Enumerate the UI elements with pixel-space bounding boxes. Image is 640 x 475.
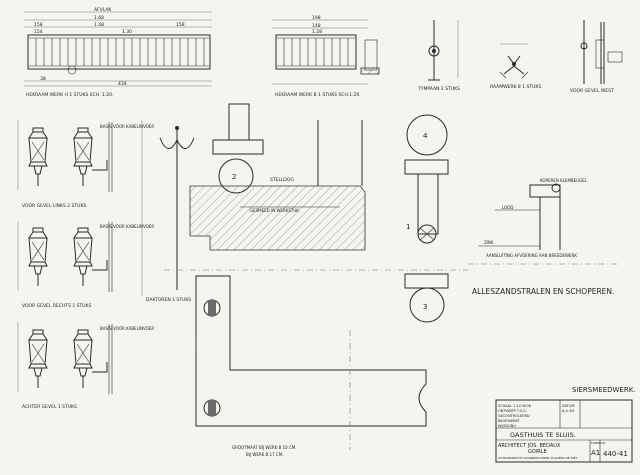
copyright-line: AUTEURSRECHT VOORBEHOUDEN VOLGENS DE WET: [498, 456, 578, 460]
post-section: [404, 114, 449, 323]
dim-label: 1.68: [94, 15, 104, 21]
dim-label: 1.30: [122, 29, 132, 35]
tb-row-value: 6-4-'63: [562, 409, 574, 413]
project-name: GASTHUIS TE SLUIS.: [510, 431, 576, 439]
architect-city: GOIRLE: [528, 449, 547, 455]
drawing-number: 440-41: [603, 450, 628, 458]
tb-row-label: ONTWERP T.O.S.: [498, 409, 527, 413]
lamp-3-caption: ACHTER GEVEL 1 STUKS: [22, 404, 77, 410]
tb-row-label: BIJGEWERKT: [498, 419, 521, 423]
sheet-title: SIERSMEEDWERK.: [572, 386, 636, 394]
grootmaat-note: GROOTMAAT BIJ WERK B 10 CM.: [232, 445, 296, 450]
lamp-1-caption: VOOR GEVEL LINKS 2 STUKS: [22, 203, 86, 209]
dim-label: 38: [40, 76, 46, 82]
dim-label: AFVLAK: [94, 7, 112, 13]
dim-label: 154: [34, 29, 43, 35]
lamp-front-1: [28, 127, 48, 187]
dim-label: 1.28: [312, 29, 322, 35]
koperen-note: KOPEREN KLEMBEUGEL: [540, 178, 588, 183]
lamp-side-2: [74, 222, 112, 292]
lood-label: LOOD: [502, 205, 513, 210]
dim-label: 1.48: [94, 22, 104, 28]
gevel-west-caption: VOOR GEVEL WEST: [570, 88, 614, 94]
bracket-caption: RAAMWERK 8 1 STUKS: [490, 84, 541, 90]
lamp-elevations: [17, 120, 112, 394]
lamp-front-3: [28, 329, 48, 389]
tb-row-label: GECONTROLEERD: [498, 414, 530, 418]
tympaan-detail: [428, 20, 459, 81]
railing-elevation-right: [272, 19, 380, 85]
lamp-note: BASIS VOOR KABELINVOER: [100, 326, 154, 331]
lamp-note: BASIS VOOR KABELINVOER: [100, 224, 154, 229]
lamp-front-2: [28, 227, 48, 287]
bracket-detail: [499, 43, 529, 79]
tympaan-caption: TYMPAAN 1 STUKS: [417, 86, 460, 92]
zink-label: ZINK: [484, 240, 494, 245]
gesmeed-note: GESMEED IN WERKSTUK: [250, 208, 299, 213]
tb-row-value: DATUM: [562, 404, 574, 408]
marker-2: 2: [232, 173, 236, 181]
sill-section: [164, 103, 468, 271]
lamp-note: BASIS VOOR KABELINVOER: [100, 124, 154, 129]
daktoren-caption: DAKTOREN 1 STUKS: [146, 297, 191, 303]
lamp-2-caption: VOOR GEVEL RECHTS 1 STUKS: [22, 303, 92, 309]
large-bracket-detail: [195, 275, 427, 450]
gevel-west-detail: [580, 20, 623, 84]
format-value: A1: [591, 449, 600, 457]
dimension-text-left: AFVLAK 1.68 158 1.48 154 158 1.30 38 434: [34, 7, 185, 87]
sluiting-note: AANSLUITING AFVOERING AAN BREEDEWERK: [486, 253, 577, 258]
lamp-side-1: [74, 122, 112, 192]
lamp-side-3: [74, 324, 112, 394]
dim-label: 434: [118, 81, 127, 87]
alleszand-note: ALLESZANDSTRALEN EN SCHOPEREN.: [472, 287, 614, 296]
dim-label: 158: [34, 22, 43, 28]
marker-4: 4: [423, 132, 428, 140]
pipe-clamp-detail: [468, 183, 620, 265]
dimension-text-right: 198 148 1.28: [312, 15, 322, 35]
railing-elevation-left: [24, 11, 212, 87]
railing-left-caption: HEKRAAM WERK H 1 STUKS SCH. 1:20.: [26, 92, 113, 98]
tb-row-label: WIJZIGING: [498, 424, 516, 428]
tb-row-label: SCHAAL 1:10 W.08: [498, 404, 531, 408]
title-block-frame: [495, 399, 633, 463]
format-label: FORMAAT: [591, 441, 606, 445]
dim-label: 148: [312, 23, 321, 29]
marker-3: 3: [423, 303, 427, 311]
grootmaat-note: BIJ WERK B 17 CM.: [246, 452, 283, 457]
railing-right-caption: HEKRAAM WERK B 1 STUKS SCH.1:20.: [275, 92, 361, 98]
architect-name: ARCHITECT JOS. BEDAUX: [498, 443, 561, 449]
dim-label: 158: [176, 22, 185, 28]
marker-1: 1: [406, 223, 410, 231]
daktoren-detail: [141, 120, 195, 296]
stelloog-label: STELLOOG: [270, 177, 294, 183]
dim-label: 198: [312, 15, 321, 21]
